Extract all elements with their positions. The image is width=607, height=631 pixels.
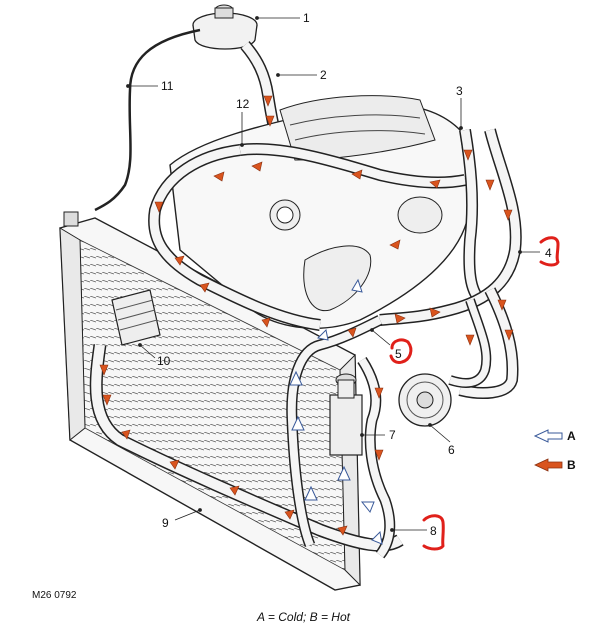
callout-3: 3 [456,84,463,98]
callout-4: 4 [545,246,552,260]
callout-7: 7 [389,428,396,442]
callout-2: 2 [320,68,327,82]
legend-hot-arrow [534,458,563,472]
legend-cold-label: A [567,429,576,443]
legend-cold-arrow [533,429,563,443]
figure-reference-code: M26 0792 [32,590,77,601]
engine-block [169,95,471,329]
callout-1: 1 [303,11,310,25]
highlight-mark-5 [389,338,413,364]
callout-11: 11 [161,79,174,93]
figure-caption: A = Cold; B = Hot [257,610,350,624]
oil-cooler [111,289,161,346]
callout-10: 10 [157,354,171,368]
water-pump [398,373,452,427]
leader-lines [126,16,540,532]
highlight-mark-8 [422,514,445,551]
callout-5: 5 [395,347,402,361]
callout-9: 9 [162,516,169,530]
thermostat-housing [329,373,363,456]
callout-8: 8 [430,524,437,538]
expansion-tank [192,4,258,50]
legend-hot-label: B [567,458,576,472]
callout-12: 12 [236,97,250,111]
cold-flow-arrows [289,278,383,545]
highlight-mark-4 [539,236,560,267]
callout-6: 6 [448,443,455,457]
hot-flow-arrows [99,95,514,536]
